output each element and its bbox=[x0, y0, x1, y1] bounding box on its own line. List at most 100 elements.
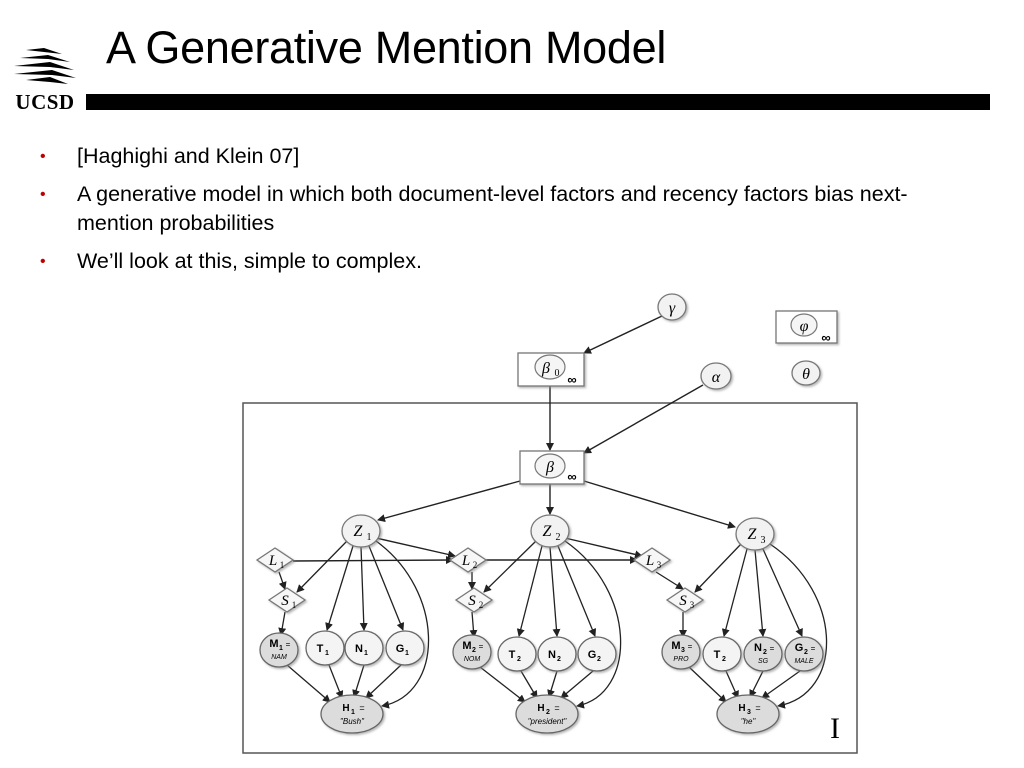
svg-text:"Bush": "Bush" bbox=[340, 717, 365, 726]
svg-text:2: 2 bbox=[557, 656, 561, 663]
alpha-node: α bbox=[700, 362, 732, 390]
svg-text:=: = bbox=[554, 703, 559, 713]
svg-text:M: M bbox=[269, 638, 278, 650]
edge-n-h bbox=[749, 670, 764, 698]
svg-text:0: 0 bbox=[555, 368, 560, 379]
svg-text:2: 2 bbox=[472, 647, 476, 654]
svg-text:α: α bbox=[712, 369, 721, 386]
svg-text:T: T bbox=[317, 643, 324, 655]
svg-text:1: 1 bbox=[292, 600, 297, 610]
svg-text:N: N bbox=[548, 649, 556, 661]
svg-text:L: L bbox=[268, 553, 277, 569]
edge-z-n bbox=[549, 546, 561, 637]
edge-s-m bbox=[278, 611, 287, 636]
svg-text:θ: θ bbox=[802, 366, 810, 383]
svg-text:2: 2 bbox=[517, 656, 521, 663]
svg-text:M: M bbox=[462, 640, 471, 652]
gamma-node: γ bbox=[657, 293, 687, 321]
svg-text:"he": "he" bbox=[741, 717, 757, 726]
svg-text:∞: ∞ bbox=[567, 372, 576, 387]
svg-text:1: 1 bbox=[405, 650, 409, 657]
bullet-text: We’ll look at this, simple to complex. bbox=[77, 249, 422, 273]
phi-box: φ ∞ bbox=[775, 310, 838, 345]
edge-n-h bbox=[547, 670, 558, 698]
svg-text:PRO: PRO bbox=[673, 656, 689, 663]
edge-m-h bbox=[688, 666, 727, 703]
edge-l-s bbox=[278, 571, 287, 590]
edge-z-t bbox=[325, 545, 354, 631]
edge-gamma-beta0 bbox=[583, 315, 663, 354]
svg-text:1: 1 bbox=[280, 560, 285, 570]
svg-text:S: S bbox=[281, 593, 289, 609]
svg-text:1: 1 bbox=[351, 709, 355, 716]
ucsd-logo: UCSD bbox=[4, 46, 86, 116]
svg-text:NOM: NOM bbox=[464, 656, 481, 663]
slide-title: A Generative Mention Model bbox=[106, 22, 667, 73]
svg-text:3: 3 bbox=[690, 600, 695, 610]
svg-text:N: N bbox=[355, 643, 363, 655]
bullet-item: •[Haghighi and Klein 07] bbox=[40, 142, 980, 171]
edge-z-t bbox=[721, 548, 748, 637]
svg-text:2: 2 bbox=[479, 600, 484, 610]
edge-l-s bbox=[655, 571, 684, 590]
ucsd-logo-mark bbox=[14, 48, 76, 84]
svg-text:Z: Z bbox=[354, 523, 364, 540]
svg-text:H: H bbox=[537, 703, 544, 714]
svg-text:1: 1 bbox=[364, 650, 368, 657]
svg-text:3: 3 bbox=[657, 560, 662, 570]
svg-text:γ: γ bbox=[669, 300, 676, 317]
bullet-text: A generative model in which both documen… bbox=[77, 182, 908, 235]
edge-alpha-beta bbox=[583, 384, 704, 454]
svg-text:S: S bbox=[679, 593, 687, 609]
svg-text:S: S bbox=[468, 593, 476, 609]
edge-z-g bbox=[368, 545, 405, 631]
svg-text:∞: ∞ bbox=[567, 469, 576, 484]
svg-text:1: 1 bbox=[325, 650, 329, 657]
edge-z-h bbox=[564, 540, 622, 709]
svg-text:3: 3 bbox=[747, 709, 751, 716]
edge-z2-l3 bbox=[564, 537, 643, 559]
edge-z1-l2 bbox=[375, 537, 456, 559]
svg-text:=: = bbox=[811, 644, 816, 653]
svg-text:=: = bbox=[479, 642, 484, 651]
svg-text:1: 1 bbox=[367, 532, 372, 543]
beta0-box: β 0 ∞ bbox=[517, 352, 585, 387]
bullet-item: •A generative model in which both docume… bbox=[40, 180, 980, 238]
svg-text:2: 2 bbox=[722, 656, 726, 663]
bullet-list: •[Haghighi and Klein 07] •A generative m… bbox=[40, 142, 980, 285]
edge-t-h bbox=[725, 670, 739, 699]
svg-text:T: T bbox=[714, 649, 721, 661]
svg-text:T: T bbox=[509, 649, 516, 661]
svg-text:=: = bbox=[755, 703, 760, 713]
svg-text:=: = bbox=[688, 642, 693, 651]
edge-m-h bbox=[479, 666, 526, 703]
svg-text:NAM: NAM bbox=[271, 654, 287, 661]
svg-text:2: 2 bbox=[597, 656, 601, 663]
edge-n-h bbox=[352, 664, 365, 698]
edge-g-h bbox=[560, 670, 594, 699]
edge-z-g bbox=[557, 545, 597, 637]
svg-text:G: G bbox=[588, 649, 597, 661]
svg-text:2: 2 bbox=[473, 560, 478, 570]
svg-text:3: 3 bbox=[681, 647, 685, 654]
svg-text:L: L bbox=[645, 553, 654, 569]
svg-text:L: L bbox=[461, 553, 470, 569]
svg-text:∞: ∞ bbox=[821, 330, 830, 345]
